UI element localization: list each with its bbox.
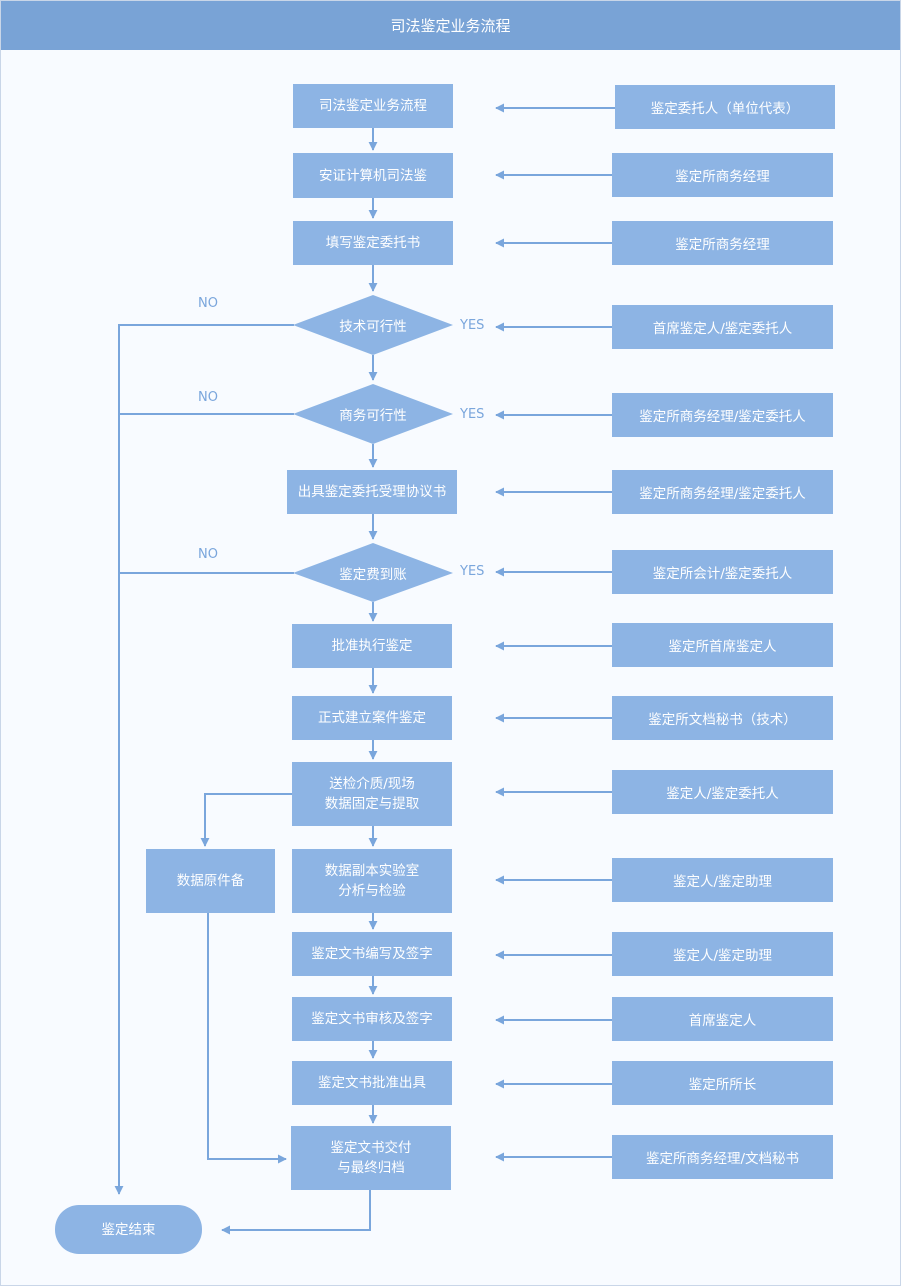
role-box: 首席鉴定人/鉴定委托人 xyxy=(612,305,833,349)
role-box: 首席鉴定人 xyxy=(612,997,833,1041)
role-box: 鉴定所所长 xyxy=(612,1061,833,1105)
flow-step: 数据副本实验室 分析与检验 xyxy=(292,849,452,913)
flow-step: 安证计算机司法鉴 xyxy=(293,153,453,198)
no-label: NO xyxy=(198,547,218,562)
decision-label: 鉴定费到账 xyxy=(339,567,407,583)
role-box: 鉴定人/鉴定委托人 xyxy=(612,770,833,814)
flow-step: 正式建立案件鉴定 xyxy=(292,696,452,740)
no-label: NO xyxy=(198,390,218,405)
flow-step: 鉴定文书交付 与最终归档 xyxy=(291,1126,451,1190)
page-title: 司法鉴定业务流程 xyxy=(1,1,900,50)
role-box: 鉴定所商务经理/文档秘书 xyxy=(612,1135,833,1179)
flow-step: 司法鉴定业务流程 xyxy=(293,84,453,128)
flow-step: 出具鉴定委托受理协议书 xyxy=(287,470,457,514)
flow-step: 鉴定文书审核及签字 xyxy=(292,997,452,1041)
decision-label: 商务可行性 xyxy=(339,408,407,424)
role-box: 鉴定所商务经理 xyxy=(612,153,833,197)
end-node: 鉴定结束 xyxy=(55,1205,202,1254)
role-box: 鉴定人/鉴定助理 xyxy=(612,932,833,976)
yes-label: YES xyxy=(460,407,485,422)
yes-label: YES xyxy=(460,564,485,579)
role-box: 鉴定所文档秘书（技术） xyxy=(612,696,833,740)
role-box: 鉴定所商务经理/鉴定委托人 xyxy=(612,470,833,514)
role-box: 鉴定所商务经理/鉴定委托人 xyxy=(612,393,833,437)
decision-diamond xyxy=(293,295,453,355)
decision-diamond xyxy=(293,543,453,602)
decision-label: 技术可行性 xyxy=(339,319,407,335)
role-box: 鉴定所首席鉴定人 xyxy=(612,623,833,667)
flow-step: 鉴定文书批准出具 xyxy=(292,1061,452,1105)
role-box: 鉴定所会计/鉴定委托人 xyxy=(612,550,833,594)
role-box: 鉴定所商务经理 xyxy=(612,221,833,265)
flow-step: 填写鉴定委托书 xyxy=(293,221,453,265)
flow-step: 批准执行鉴定 xyxy=(292,624,452,668)
flow-step: 送检介质/现场 数据固定与提取 xyxy=(292,762,452,826)
role-box: 鉴定人/鉴定助理 xyxy=(612,858,833,902)
no-label: NO xyxy=(198,296,218,311)
yes-label: YES xyxy=(460,318,485,333)
backup-node: 数据原件备 xyxy=(146,849,275,913)
flow-step: 鉴定文书编写及签字 xyxy=(292,932,452,976)
decision-diamond xyxy=(293,384,453,444)
role-box: 鉴定委托人（单位代表） xyxy=(615,85,835,129)
